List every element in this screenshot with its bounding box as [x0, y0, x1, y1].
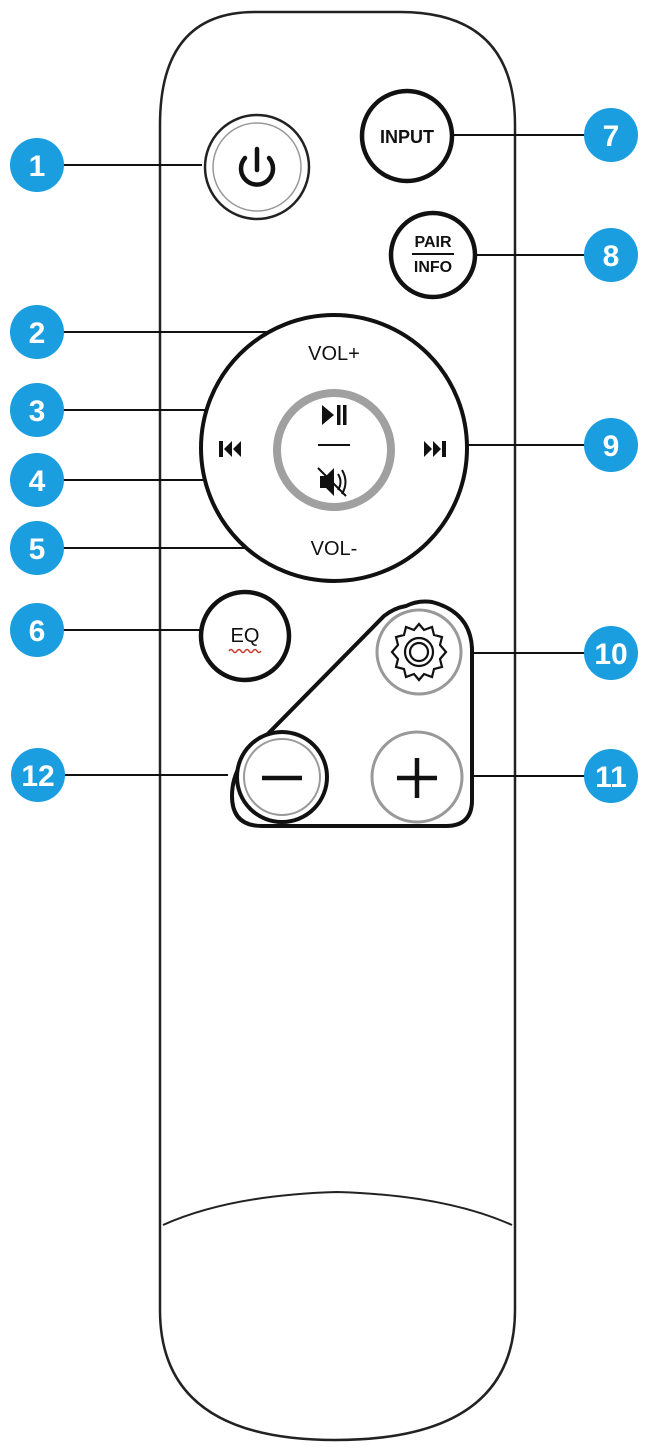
callout-number: 6: [29, 615, 46, 648]
callout-number: 7: [603, 120, 620, 153]
callout-number: 3: [29, 395, 46, 428]
pair-info-button[interactable]: PAIR INFO: [388, 210, 478, 300]
callout-7: 7: [584, 108, 638, 162]
prev-track-icon[interactable]: [219, 441, 241, 457]
settings-cluster: [229, 599, 474, 828]
callout-5: 5: [10, 521, 64, 575]
callout-number: 1: [29, 150, 46, 183]
callout-12: 12: [11, 748, 65, 802]
control-pad: VOL+ VOL-: [199, 313, 469, 583]
callout-10: 10: [584, 626, 638, 680]
callout-4: 4: [10, 453, 64, 507]
callout-2: 2: [10, 305, 64, 359]
plus-icon: [397, 758, 437, 798]
settings-button[interactable]: [375, 608, 463, 696]
eq-button-label: EQ: [231, 625, 260, 647]
callout-1: 1: [10, 138, 64, 192]
pair-button-label: PAIR: [414, 234, 451, 251]
callout-number: 11: [595, 761, 627, 794]
input-button[interactable]: INPUT: [359, 88, 455, 184]
play-pause-icon: [322, 405, 347, 425]
callout-11: 11: [584, 749, 638, 803]
vol-down-label[interactable]: VOL-: [311, 538, 358, 560]
callout-number: 4: [29, 465, 46, 498]
callout-number: 8: [603, 240, 620, 273]
callout-8: 8: [584, 228, 638, 282]
callout-number: 2: [29, 317, 46, 350]
plus-button[interactable]: [370, 730, 464, 824]
minus-button[interactable]: [235, 730, 329, 824]
input-button-label: INPUT: [380, 127, 434, 147]
leader-lines: [60, 134, 598, 777]
eq-button[interactable]: EQ: [198, 589, 292, 683]
play-mute-button[interactable]: [273, 389, 395, 511]
callout-9: 9: [584, 418, 638, 472]
callout-3: 3: [10, 383, 64, 437]
callout-number: 12: [21, 760, 54, 793]
callout-badges: 1 2 3 4 5 6 7 8: [10, 108, 638, 803]
power-button[interactable]: [203, 113, 311, 221]
callout-number: 9: [603, 430, 620, 463]
eq-underline: [228, 648, 262, 654]
callout-6: 6: [10, 603, 64, 657]
next-track-icon[interactable]: [424, 441, 446, 457]
vol-up-label[interactable]: VOL+: [308, 343, 360, 365]
callout-number: 5: [29, 533, 46, 566]
power-icon: [238, 146, 276, 187]
info-button-label: INFO: [414, 259, 452, 276]
gear-icon: [390, 622, 448, 682]
mute-icon: [317, 467, 347, 497]
callout-number: 10: [594, 638, 627, 671]
